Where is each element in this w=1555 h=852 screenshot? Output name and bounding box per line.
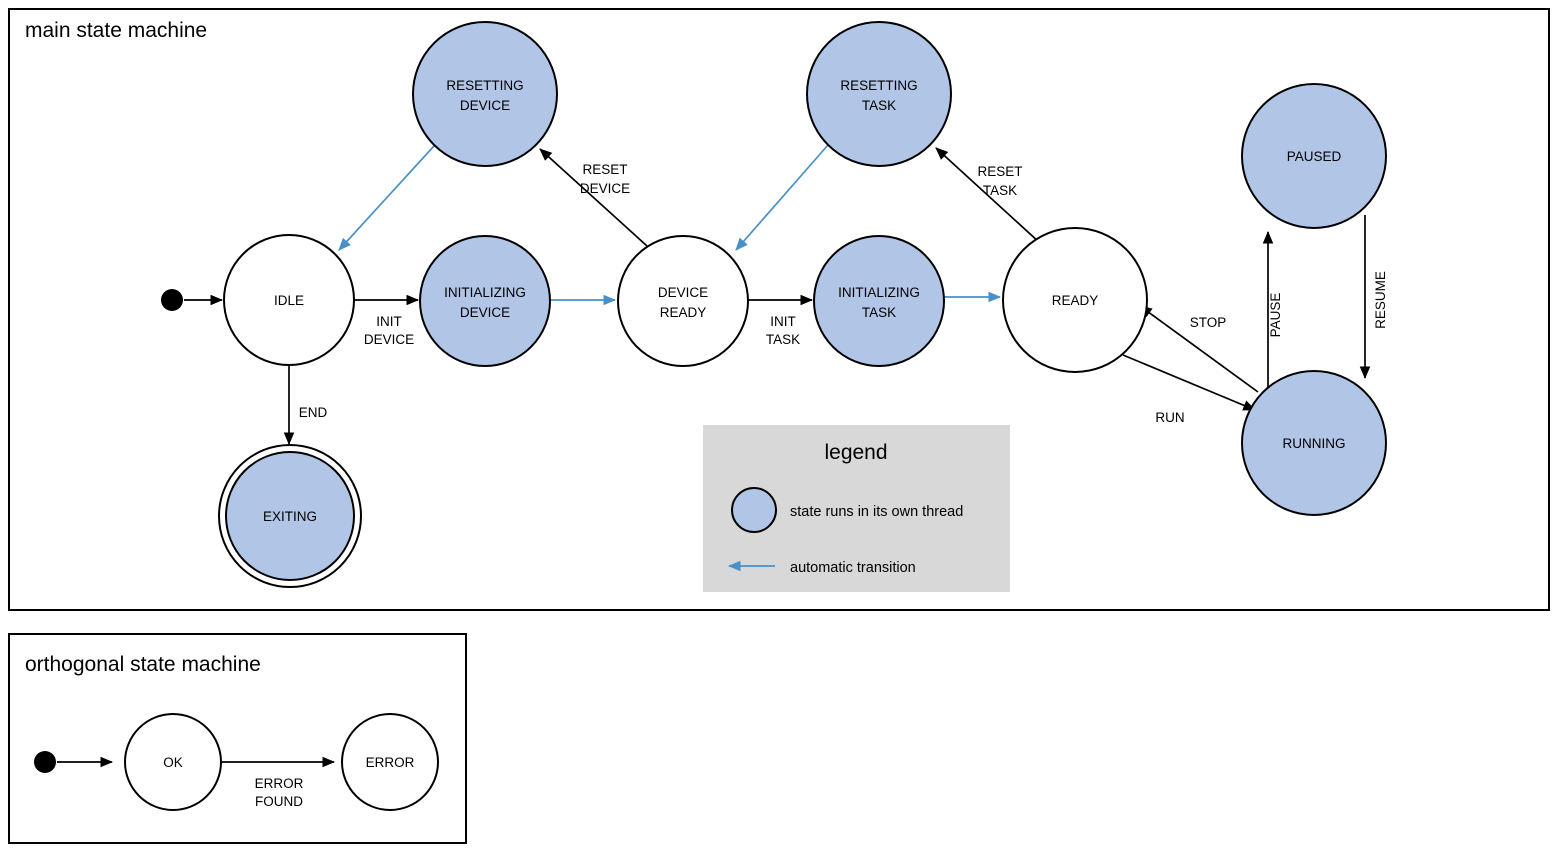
state-label-device-ready-line2: READY (660, 305, 707, 320)
state-initializing-device[interactable]: INITIALIZING DEVICE (419, 235, 551, 367)
transition-label-reset-task-line2: TASK (983, 183, 1017, 198)
state-label-paused: PAUSED (1287, 149, 1342, 164)
legend-item-auto-label: automatic transition (790, 560, 916, 576)
transition-label-resume: RESUME (1373, 271, 1388, 329)
legend-title: legend (824, 441, 887, 464)
transition-paused-to-running: RESUME (1359, 215, 1388, 380)
transition-running-to-paused: PAUSE (1262, 230, 1283, 400)
transition-ready-to-running: RUN (1122, 354, 1256, 425)
state-label-ready: READY (1052, 293, 1099, 308)
state-ok[interactable]: OK (124, 713, 222, 811)
transition-idle-to-exiting: END (283, 365, 328, 446)
state-label-running: RUNNING (1283, 436, 1346, 451)
transition-label-init-task-line2: TASK (766, 332, 800, 347)
transition-resetting-task-to-device-ready (735, 144, 829, 251)
state-device-ready[interactable]: DEVICE READY (617, 235, 749, 367)
transition-label-init-task-line1: INIT (770, 314, 796, 329)
state-label-initializing-device-line1: INITIALIZING (444, 285, 526, 300)
state-resetting-task[interactable]: RESETTING TASK (806, 21, 952, 167)
legend-item-thread-label: state runs in its own thread (790, 504, 963, 520)
transition-device-ready-to-resetting-device: RESET DEVICE (539, 148, 648, 247)
transition-label-error-found-line1: ERROR (255, 776, 304, 791)
state-running[interactable]: RUNNING (1241, 370, 1387, 516)
state-exiting[interactable]: EXITING (218, 444, 362, 588)
transition-idle-to-initializing-device: INIT DEVICE (354, 294, 420, 347)
transition-label-stop: STOP (1190, 315, 1227, 330)
state-label-initializing-task-line1: INITIALIZING (838, 285, 920, 300)
state-ready[interactable]: READY (1002, 227, 1148, 373)
legend: legend state runs in its own thread auto… (703, 425, 1010, 592)
main-state-machine-frame (8, 8, 1550, 611)
transition-label-reset-device-line2: DEVICE (580, 181, 630, 196)
legend-thread-swatch-icon (731, 487, 777, 533)
start-node-main (161, 289, 183, 311)
state-label-idle: IDLE (274, 293, 304, 308)
transition-resetting-device-to-idle (338, 145, 435, 251)
transition-ready-to-resetting-task: RESET TASK (935, 147, 1041, 244)
state-paused[interactable]: PAUSED (1241, 83, 1387, 229)
state-error[interactable]: ERROR (341, 713, 439, 811)
transition-label-run: RUN (1155, 410, 1184, 425)
orthogonal-state-machine-title: orthogonal state machine (25, 653, 261, 676)
state-label-resetting-device-line2: DEVICE (460, 98, 510, 113)
transition-label-reset-task-line1: RESET (977, 164, 1022, 179)
state-label-error: ERROR (366, 755, 415, 770)
transition-ok-to-error: ERROR FOUND (221, 756, 336, 809)
transition-label-reset-device-line1: RESET (582, 162, 627, 177)
state-label-resetting-task-line1: RESETTING (840, 78, 917, 93)
orthogonal-state-machine-frame (8, 633, 467, 844)
transition-label-error-found-line2: FOUND (255, 794, 303, 809)
state-idle[interactable]: IDLE (223, 234, 355, 366)
transition-device-ready-to-initializing-task: INIT TASK (748, 294, 814, 347)
main-state-machine-title: main state machine (25, 19, 207, 42)
transition-label-init-device-line1: INIT (376, 314, 402, 329)
start-node-orthogonal (34, 751, 56, 773)
state-label-exiting: EXITING (263, 509, 317, 524)
state-label-initializing-task-line2: TASK (862, 305, 896, 320)
transition-label-end: END (299, 405, 328, 420)
transition-label-init-device-line2: DEVICE (364, 332, 414, 347)
state-resetting-device[interactable]: RESETTING DEVICE (412, 21, 558, 167)
transition-label-pause: PAUSE (1268, 293, 1283, 338)
state-label-initializing-device-line2: DEVICE (460, 305, 510, 320)
state-label-ok: OK (163, 755, 183, 770)
state-label-resetting-device-line1: RESETTING (446, 78, 523, 93)
state-label-device-ready-line1: DEVICE (658, 285, 708, 300)
state-label-resetting-task-line2: TASK (862, 98, 896, 113)
transition-running-to-ready: STOP (1139, 305, 1259, 393)
state-initializing-task[interactable]: INITIALIZING TASK (813, 235, 945, 367)
